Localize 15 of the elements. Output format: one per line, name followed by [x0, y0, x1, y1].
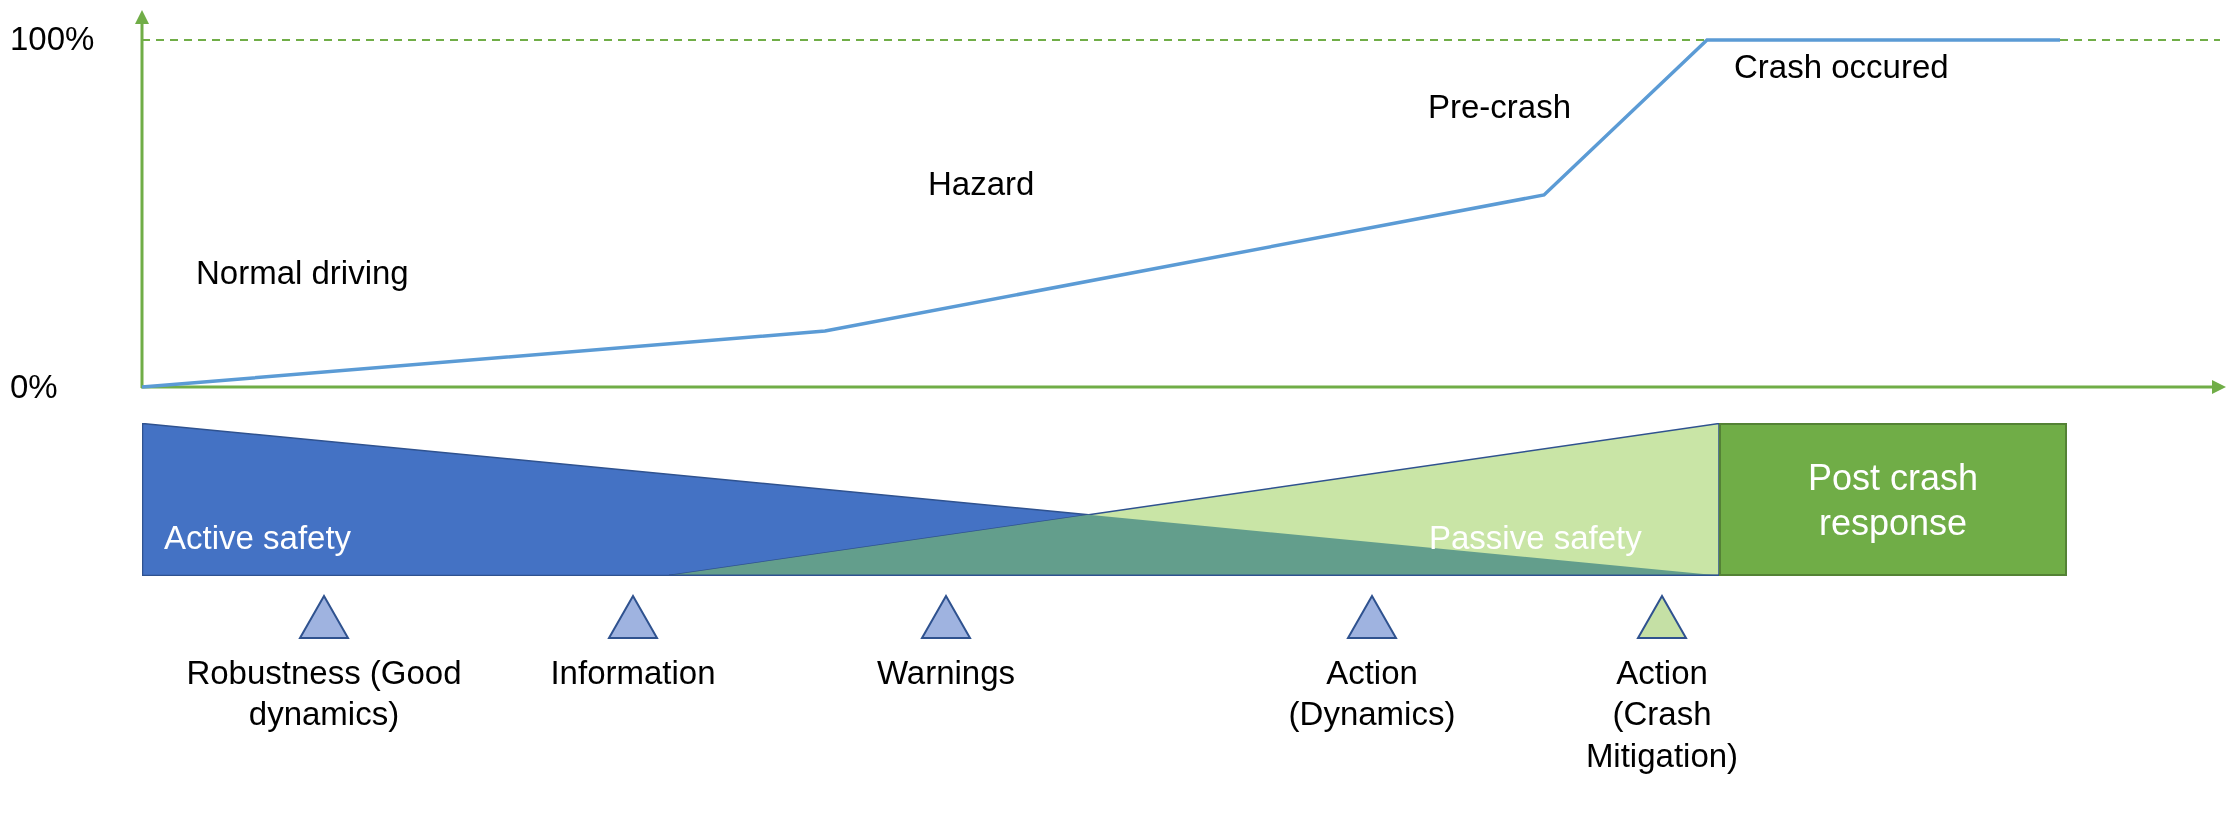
axis-tick-label: 100%: [10, 19, 95, 59]
marker-label: Action (Dynamics): [1287, 653, 1457, 735]
marker-label: Warnings: [876, 653, 1016, 693]
post-crash-box: [1719, 423, 2067, 576]
marker-label: Information: [550, 653, 716, 693]
phase-label: Pre-crash: [1428, 87, 1572, 127]
zone-label: Passive safety: [1429, 521, 1642, 554]
zone-label: Active safety: [164, 521, 352, 554]
phase-label: Crash occured: [1734, 47, 1949, 87]
phase-label: Hazard: [928, 164, 1035, 204]
zone-label: Post crash response: [1806, 455, 1980, 545]
phase-label: Normal driving: [196, 253, 409, 293]
marker-label: Robustness (Good dynamics): [185, 653, 463, 735]
marker-label: Action (Crash Mitigation): [1584, 653, 1740, 776]
axis-tick-label: 0%: [10, 367, 58, 407]
